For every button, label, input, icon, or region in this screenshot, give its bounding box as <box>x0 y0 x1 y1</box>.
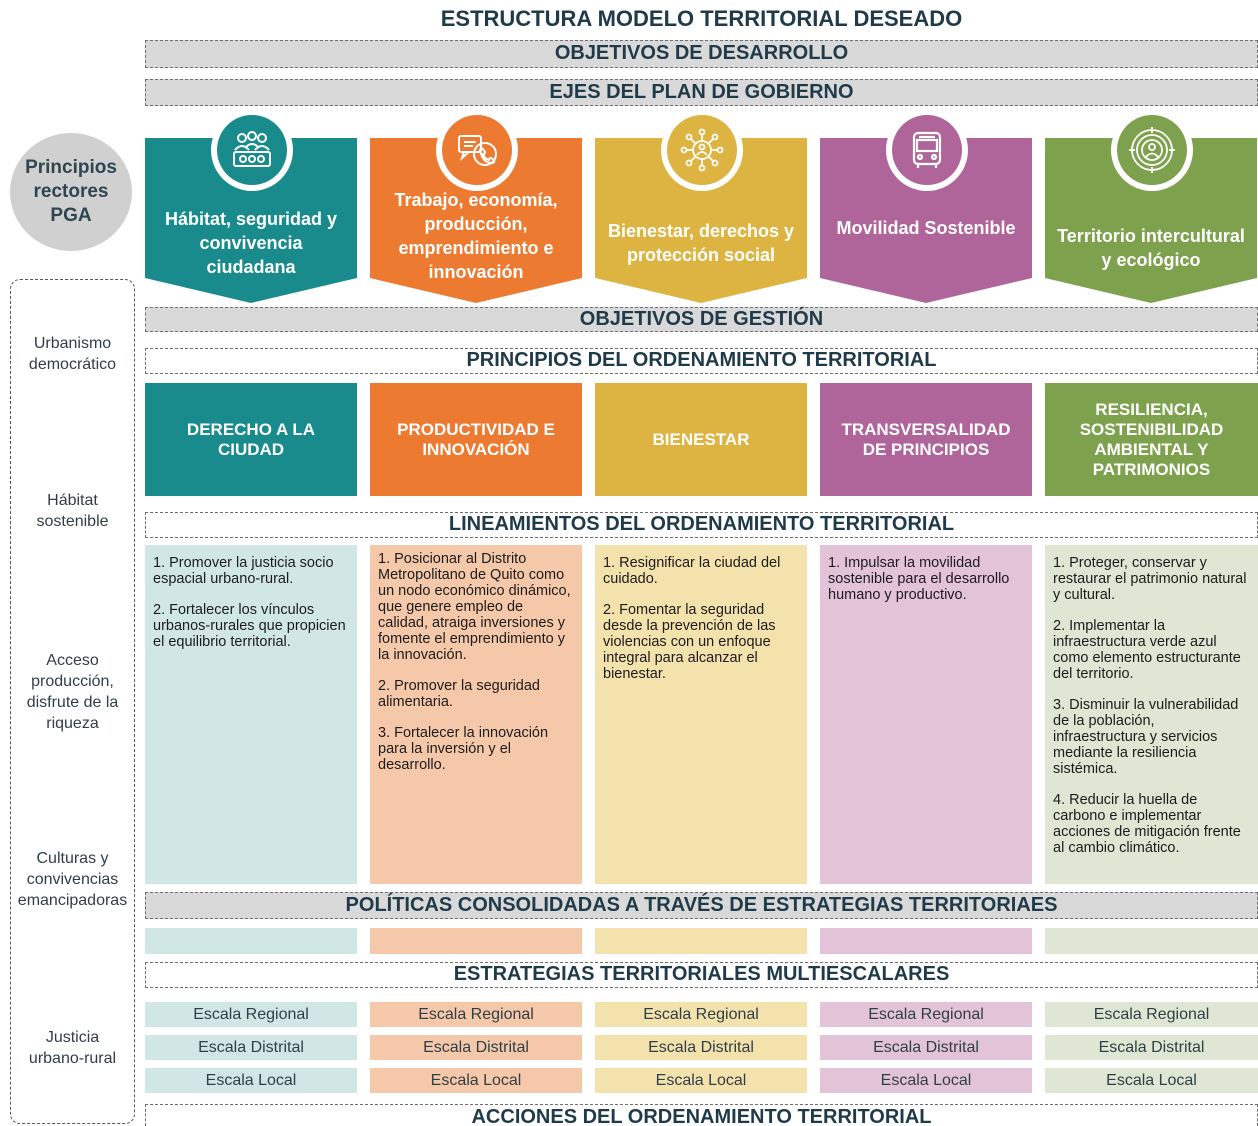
escala-local: Escala Local <box>820 1068 1032 1093</box>
eje-movilidad: Movilidad Sostenible <box>820 109 1032 303</box>
eje-arrow-shape <box>1045 138 1257 303</box>
eje-arrow-shape <box>595 138 807 303</box>
lineamiento-item: 3. Disminuir la vulnerabilidad de la pob… <box>1053 697 1239 777</box>
band-principios-ot: PRINCIPIOS DEL ORDENAMIENTO TERRITORIAL <box>145 348 1258 374</box>
eje-icon-frame <box>211 109 293 191</box>
escala-local: Escala Local <box>370 1068 582 1093</box>
diagram-title: ESTRUCTURA MODELO TERRITORIAL DESEADO <box>440 6 963 31</box>
lineamiento-item: 2. Fomentar la seguridad desde la preven… <box>603 602 776 682</box>
band-estrategias: ESTRATEGIAS TERRITORIALES MULTIESCALARES <box>145 962 1258 988</box>
principio-derecho-ciudad: DERECHO A LA CIUDAD <box>145 383 357 496</box>
band-politicas: POLÍTICAS CONSOLIDADAS A TRAVÉS DE ESTRA… <box>145 892 1258 919</box>
principio-transversalidad: TRANSVERSALIDAD DE PRINCIPIOS <box>820 383 1032 496</box>
eje-territorio: Territorio intercultural y ecológico <box>1045 109 1257 303</box>
eje-label: Bienestar, derechos y protección social <box>607 221 795 265</box>
escala-distrital: Escala Distrital <box>595 1035 807 1060</box>
escala-regional: Escala Regional <box>1045 1002 1258 1027</box>
escala-distrital: Escala Distrital <box>820 1035 1032 1060</box>
eje-icon-frame <box>661 109 743 191</box>
politica-box-habitat <box>145 928 357 954</box>
lineamiento-item: 1. Proteger, conservar y restaurar el pa… <box>1053 555 1247 603</box>
eje-label: Hábitat, seguridad y convivencia ciudada… <box>164 209 338 277</box>
target-person-icon <box>1117 115 1187 185</box>
escala-regional: Escala Regional <box>370 1002 582 1027</box>
politica-box-bienestar <box>595 928 807 954</box>
band-lineamientos-ot: LINEAMIENTOS DEL ORDENAMIENTO TERRITORIA… <box>145 512 1258 538</box>
lineamiento-item: 1. Impulsar la movilidad sostenible para… <box>828 555 1010 603</box>
lineamiento-item: 3. Fortalecer la innovación para la inve… <box>378 725 549 773</box>
escala-distrital: Escala Distrital <box>370 1035 582 1060</box>
sidebar-item-justicia: Justicia urbano-rural <box>28 1029 117 1067</box>
sidebar-item-habitat: Hábitat sostenible <box>36 492 109 530</box>
sidebar-item-acceso: Acceso producción, disfrute de la riquez… <box>26 652 119 732</box>
band-objetivos-gestion: OBJETIVOS DE GESTIÓN <box>145 307 1258 332</box>
escala-local: Escala Local <box>145 1068 357 1093</box>
eje-icon-frame <box>886 109 968 191</box>
escala-distrital: Escala Distrital <box>1045 1035 1258 1060</box>
principio-resiliencia: RESILIENCIA, SOSTENIBILIDAD AMBIENTAL Y … <box>1045 383 1258 496</box>
sidebar-item-urbanismo: Urbanismo democrático <box>28 335 117 373</box>
eje-icon-frame <box>436 109 518 191</box>
lineamientos-col-habitat: 1. Promover la justicia socio espacial u… <box>145 545 357 884</box>
lineamiento-item: 4. Reducir la huella de carbono e implem… <box>1053 792 1241 856</box>
eje-habitat: Hábitat, seguridad y convivencia ciudada… <box>145 109 357 303</box>
eje-label: Movilidad Sostenible <box>836 218 1016 238</box>
eje-trabajo: Trabajo, economía, producción, emprendim… <box>370 109 582 303</box>
principio-bienestar: BIENESTAR <box>595 383 807 496</box>
band-objetivos-desarrollo: OBJETIVOS DE DESARROLLO <box>145 40 1258 68</box>
politica-box-movilidad <box>820 928 1032 954</box>
lineamiento-item: 2. Implementar la infraestructura verde … <box>1053 618 1241 682</box>
sidebar-frame <box>10 279 135 1124</box>
lineamiento-item: 1. Posicionar al Distrito Metropolitano … <box>378 551 571 663</box>
politica-box-territorio <box>1045 928 1258 954</box>
lineamiento-item: 2. Fortalecer los vínculos urbanos-rural… <box>153 602 346 650</box>
band-acciones: ACCIONES DEL ORDENAMIENTO TERRITORIAL <box>145 1104 1258 1126</box>
chat-phone-icon <box>442 115 512 185</box>
escala-regional: Escala Regional <box>145 1002 357 1027</box>
escala-local: Escala Local <box>1045 1068 1258 1093</box>
politica-box-trabajo <box>370 928 582 954</box>
eje-bienestar: Bienestar, derechos y protección social <box>595 109 807 303</box>
community-icon <box>217 115 287 185</box>
escala-regional: Escala Regional <box>595 1002 807 1027</box>
eje-arrow-shape <box>820 138 1032 303</box>
lineamiento-item: 2. Promover la seguridad alimentaria. <box>378 678 540 710</box>
eje-label: Trabajo, economía, producción, emprendim… <box>394 190 558 282</box>
principios-rectores-label: Principios rectores PGA <box>25 157 117 226</box>
eje-arrow-shape <box>370 138 582 303</box>
bus-icon <box>892 115 962 185</box>
lineamientos-col-territorio: 1. Proteger, conservar y restaurar el pa… <box>1045 545 1258 884</box>
lineamientos-col-trabajo: 1. Posicionar al Distrito Metropolitano … <box>370 545 582 884</box>
lineamientos-col-movilidad: 1. Impulsar la movilidad sostenible para… <box>820 545 1032 884</box>
principios-rectores-circle: Principios rectores PGA <box>10 133 132 251</box>
sidebar-item-culturas: Culturas y convivencias emancipadoras <box>17 850 128 909</box>
eje-label: Territorio intercultural y ecológico <box>1057 226 1245 270</box>
network-person-icon <box>667 115 737 185</box>
escala-distrital: Escala Distrital <box>145 1035 357 1060</box>
escala-regional: Escala Regional <box>820 1002 1032 1027</box>
principio-productividad: PRODUCTIVIDAD E INNOVACIÓN <box>370 383 582 496</box>
eje-icon-frame <box>1111 109 1193 191</box>
lineamientos-col-bienestar: 1. Resignificar la ciudad del cuidado. 2… <box>595 545 807 884</box>
escala-local: Escala Local <box>595 1068 807 1093</box>
eje-arrow-shape <box>145 138 357 303</box>
lineamiento-item: 1. Resignificar la ciudad del cuidado. <box>603 555 781 587</box>
band-ejes-plan: EJES DEL PLAN DE GOBIERNO <box>145 79 1258 106</box>
lineamiento-item: 1. Promover la justicia socio espacial u… <box>153 555 334 587</box>
